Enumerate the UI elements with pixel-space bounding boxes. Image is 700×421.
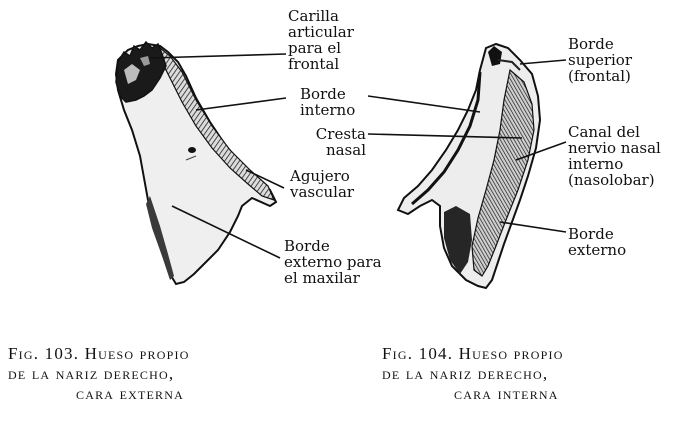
fig103-caption-line2: de la nariz derecho, (8, 364, 175, 383)
fig103-label-borde-interno: Borde interno (300, 85, 356, 119)
fig103-bone (114, 40, 278, 286)
fig104-bone (396, 42, 542, 290)
fig104-label-canal: Canal del nervio nasal interno (nasoloba… (568, 123, 661, 189)
fig103-caption-line3: cara externa (76, 384, 184, 403)
fig103-label-borde-externo: Borde externo para el maxilar (284, 237, 382, 287)
fig104-label-cresta: Cresta nasal (315, 125, 366, 159)
fig104-caption-line3: cara interna (454, 384, 559, 403)
fig104-caption-line2: de la nariz derecho, (382, 364, 549, 383)
fig103-label-agujero: Agujero vascular (290, 167, 355, 201)
fig103-caption-line1: Fig. 103. Hueso propio (8, 344, 190, 363)
fig104-label-borde-superior: Borde superior (frontal) (568, 35, 633, 85)
fig103-leaders (149, 53, 287, 259)
fig104-caption: Fig. 104. Hueso propio de la nariz derec… (382, 344, 692, 404)
fig104-leaders (367, 59, 567, 233)
fig103-caption: Fig. 103. Hueso propio de la nariz derec… (8, 344, 318, 404)
fig104-caption-line1: Fig. 104. Hueso propio (382, 344, 564, 363)
fig103-label-carilla: Carilla articular para el frontal (288, 7, 354, 73)
fig104-label-borde-externo: Borde externo (568, 225, 627, 259)
